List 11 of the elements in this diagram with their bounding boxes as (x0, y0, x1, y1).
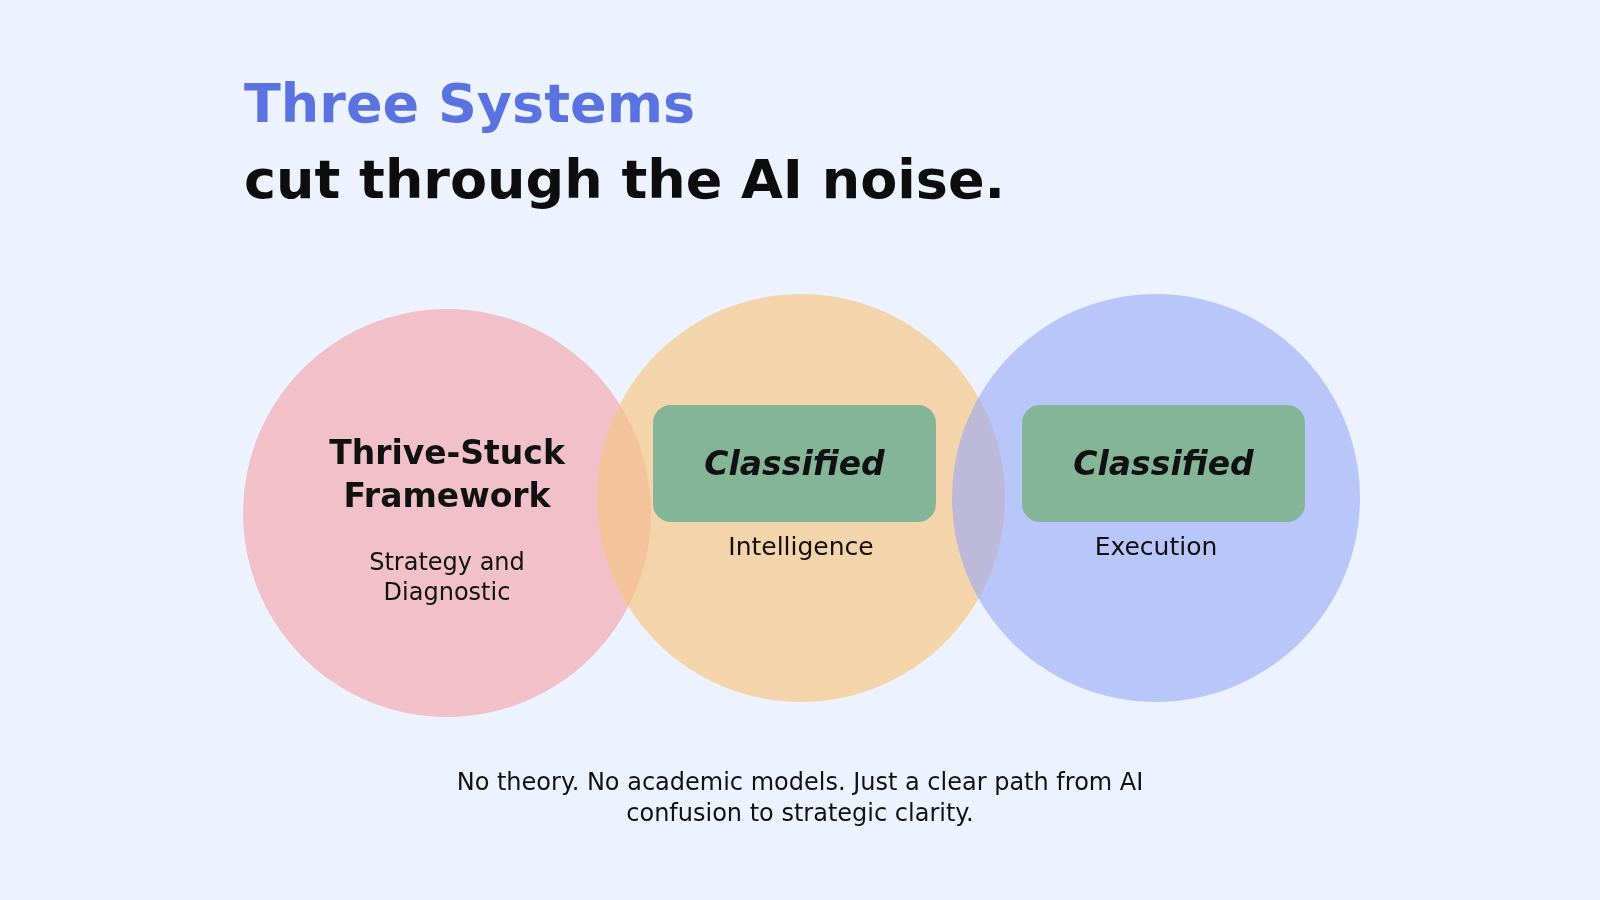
circle-text: Strategy and Diagnostic (368, 547, 526, 607)
circle-text: Intelligence (727, 532, 875, 562)
circle-heading: Thrive-Stuck Framework (328, 432, 567, 517)
subtitle-heading: cut through the AI noise. (244, 148, 1006, 211)
label-box (653, 405, 936, 522)
box-title: Classified (1073, 444, 1254, 483)
caption-text: No theory. No academic models. Just a clear path from AI confusion to strategic clarity. (455, 767, 1145, 829)
label-box (1022, 405, 1305, 522)
box-title: Classified (704, 444, 885, 483)
circle-text: Execution (1093, 532, 1219, 562)
title-heading: Three Systems (244, 72, 696, 135)
